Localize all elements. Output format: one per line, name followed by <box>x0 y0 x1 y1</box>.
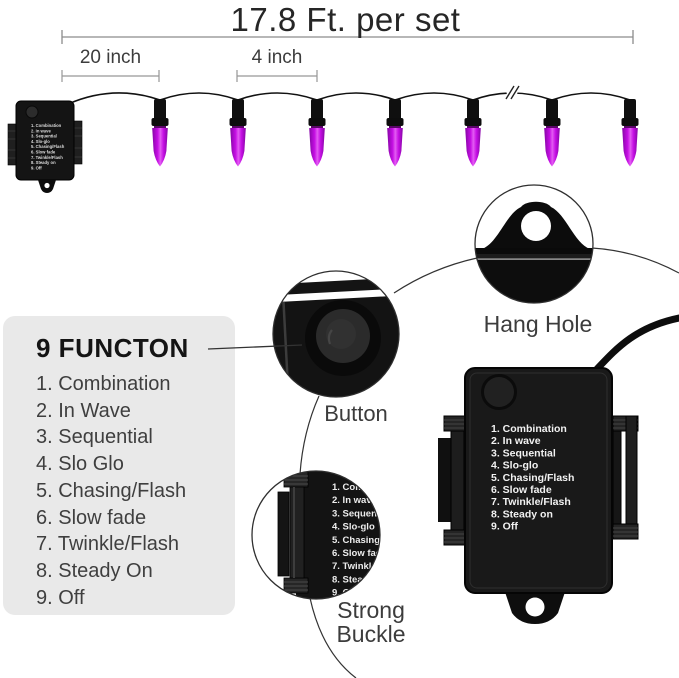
button-callout-label: Button <box>324 401 388 426</box>
svg-text:6. Slow fade: 6. Slow fade <box>332 548 387 559</box>
svg-text:7. Twinkle/Flash: 7. Twinkle/Flash <box>332 561 404 572</box>
svg-text:7. Twinkle/Flash: 7. Twinkle/Flash <box>31 155 63 160</box>
function-panel-heading: 9 FUNCTON <box>36 333 189 363</box>
svg-text:3. Sequential: 3. Sequential <box>332 508 391 519</box>
battery-box-large: 1. Combination 2. In wave 3. Sequential … <box>438 367 639 624</box>
function-item: 5. Chasing/Flash <box>36 479 187 502</box>
spacing-4-inch-label: 4 inch <box>251 47 303 68</box>
function-item: 3. Sequential <box>36 426 153 449</box>
svg-text:2. In wave: 2. In wave <box>332 495 377 506</box>
svg-text:1. Combination: 1. Combination <box>332 482 401 493</box>
strong-buckle-callout-label: Strong Buckle <box>336 597 406 647</box>
led-bulb <box>308 99 326 167</box>
wire-break-icon <box>505 85 520 100</box>
function-panel-list: 1. Combination 2. In Wave 3. Sequential … <box>36 371 186 611</box>
svg-text:7. Twinkle/Flash: 7. Twinkle/Flash <box>491 496 571 508</box>
dimension-line-4-inch <box>236 70 318 82</box>
mode-button-large <box>481 374 517 410</box>
callout-arcs <box>299 247 679 678</box>
button-callout-circle <box>272 270 400 398</box>
svg-text:9. Off: 9. Off <box>491 521 518 533</box>
function-item: 9. Off <box>36 586 85 609</box>
svg-text:1. Combination: 1. Combination <box>491 423 567 435</box>
power-cord <box>593 314 679 373</box>
svg-text:4. Slo-glo: 4. Slo-glo <box>491 460 538 472</box>
svg-text:4. Slo-glo: 4. Slo-glo <box>332 522 375 533</box>
total-length-label: 17.8 Ft. per set <box>230 1 461 38</box>
svg-text:8. Steady on: 8. Steady on <box>491 508 553 520</box>
svg-text:6. Slow fade: 6. Slow fade <box>31 150 56 155</box>
svg-text:5. Chasing/Flash: 5. Chasing/Flash <box>332 535 408 546</box>
dimension-line-20-inch <box>61 70 160 82</box>
function-item: 2. In Wave <box>36 399 131 422</box>
svg-text:8. Steady on: 8. Steady on <box>31 160 56 165</box>
svg-text:5. Chasing/Flash: 5. Chasing/Flash <box>31 144 65 149</box>
svg-text:2. In wave: 2. In wave <box>31 128 51 133</box>
function-panel-background <box>3 316 235 615</box>
function-item: 4. Slo Glo <box>36 453 124 476</box>
hang-hole-callout-label: Hang Hole <box>483 311 593 337</box>
led-bulbs <box>151 99 639 167</box>
function-list-device: 1. Combination 2. In wave 3. Sequential … <box>491 423 574 533</box>
svg-text:3. Sequential: 3. Sequential <box>31 134 57 139</box>
function-item: 1. Combination <box>36 373 171 395</box>
hang-hole-callout-circle <box>474 184 594 304</box>
function-leader-line <box>207 344 303 350</box>
led-bulb <box>386 99 404 167</box>
led-bulb <box>621 99 639 167</box>
svg-text:6. Slow fade: 6. Slow fade <box>491 484 552 496</box>
battery-box-small: 1. Combination 2. In wave 3. Sequential … <box>7 100 83 193</box>
dimension-line-total <box>61 30 634 44</box>
led-bulb <box>543 99 561 167</box>
spacing-20-inch-label: 20 inch <box>79 47 142 68</box>
svg-text:9. Off: 9. Off <box>31 165 42 170</box>
svg-text:8. Steady on: 8. Steady on <box>332 574 388 585</box>
led-bulb <box>229 99 247 167</box>
function-item: 6. Slow fade <box>36 506 147 529</box>
led-bulb <box>151 99 169 167</box>
svg-text:2. In wave: 2. In wave <box>491 435 541 447</box>
svg-text:3. Sequential: 3. Sequential <box>491 447 556 459</box>
function-item: 7. Twinkle/Flash <box>36 533 180 556</box>
function-item: 8. Steady On <box>36 559 153 582</box>
svg-text:4. Slo-glo: 4. Slo-glo <box>31 139 50 144</box>
led-bulb <box>464 99 482 167</box>
svg-text:1. Combination: 1. Combination <box>31 123 62 128</box>
light-string-wire <box>67 92 631 105</box>
svg-text:5. Chasing/Flash: 5. Chasing/Flash <box>491 472 574 484</box>
mode-button-small <box>25 105 39 119</box>
function-list-small: 1. Combination 2. In wave 3. Sequential … <box>31 123 65 170</box>
strong-buckle-callout-circle: 1. Combination 2. In wave 3. Sequential … <box>251 470 408 600</box>
